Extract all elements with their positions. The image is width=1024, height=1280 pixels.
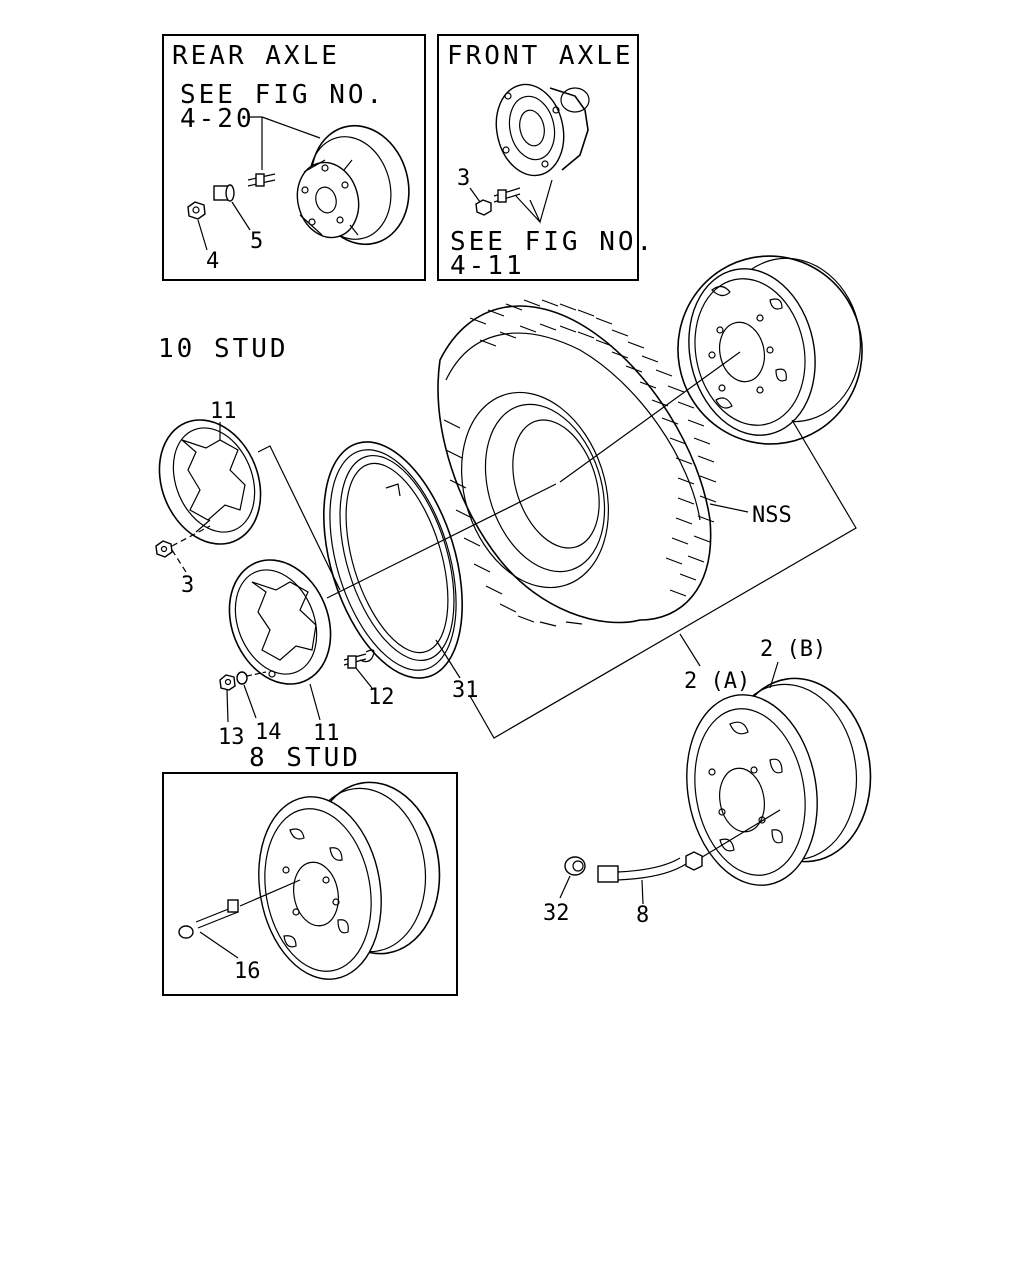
callout-32-leader — [559, 875, 571, 899]
rear-hub-stud — [247, 173, 276, 187]
eight-stud-wheel — [258, 781, 441, 980]
part-13-nut — [219, 674, 236, 691]
rear-axle-see-fig-line2: 4-20 — [180, 104, 255, 134]
tire-tread — [443, 299, 717, 627]
tire — [437, 299, 717, 627]
callout-5: 5 — [250, 229, 263, 254]
wheel-center-axis-line — [326, 351, 741, 599]
nss-leader — [709, 503, 749, 513]
callout-11-top: 11 — [210, 399, 237, 424]
part-14-washer — [236, 671, 267, 685]
callout-3-front: 3 — [457, 166, 470, 191]
callout-31: 31 — [452, 678, 479, 703]
callout-2a-bracket — [469, 419, 857, 739]
part-3-left-nut — [155, 525, 211, 573]
part-8-valve-extension — [597, 851, 703, 883]
rear-axle-inset: REAR AXLE SEE FIG NO. 4-20 4 5 — [162, 34, 426, 281]
callout-32: 32 — [543, 901, 570, 926]
part-11-outer-hub-cap — [158, 419, 262, 545]
callout-2a: 2 (A) — [684, 669, 750, 694]
callout-12-leader — [355, 667, 373, 689]
front-hub-stud — [493, 187, 521, 203]
callout-8-leader — [641, 879, 644, 905]
callout-13: 13 — [218, 725, 245, 750]
part-32-valve-cap — [564, 856, 586, 876]
rear-axle-title: REAR AXLE — [172, 41, 340, 71]
part-12-clip — [343, 649, 375, 669]
part-3-front-nut — [475, 199, 492, 216]
eight-stud-frame — [162, 772, 458, 996]
eight-stud-inset: 16 — [162, 772, 458, 996]
callout-16-leader — [199, 931, 239, 959]
callout-nss: NSS — [752, 503, 792, 528]
rear-leader-lines — [197, 116, 321, 251]
part-11-inner-hub-cap — [228, 559, 332, 685]
callout-8: 8 — [636, 903, 649, 928]
ten-stud-heading: 10 STUD — [158, 334, 289, 364]
part-4-hex-nut — [187, 201, 206, 220]
callout-11-bottom: 11 — [313, 721, 340, 746]
callout-2b: 2 (B) — [760, 637, 826, 662]
wheel-2b — [686, 677, 872, 886]
wheel-2a — [677, 255, 863, 445]
front-axle-title: FRONT AXLE — [447, 41, 634, 71]
part-31-flap — [323, 441, 463, 679]
rear-axle-see-fig-line1: SEE FIG NO. — [180, 80, 385, 110]
hub-cap-alignment-line — [257, 445, 341, 591]
rear-axle-frame — [162, 34, 426, 281]
callout-14: 14 — [255, 720, 282, 745]
eight-stud-title: 8 STUD — [249, 743, 361, 773]
part-5-washer-nut — [213, 184, 235, 202]
callout-16: 16 — [234, 959, 261, 984]
front-axle-see-fig-line1: SEE FIG NO. — [450, 227, 655, 257]
callout-13-14-11-leaders — [226, 683, 321, 723]
part-16-valve — [178, 879, 301, 939]
callout-31-leader — [435, 639, 461, 679]
callout-4: 4 — [206, 249, 219, 274]
front-axle-inset: FRONT AXLE 3 SEE FIG NO. 4-11 — [437, 34, 655, 281]
wheel-2b-axis-line — [693, 809, 781, 863]
front-leader-lines — [469, 179, 553, 224]
callout-3-left: 3 — [181, 573, 194, 598]
rear-hub-drum — [296, 124, 410, 246]
front-axle-see-fig-line2: 4-11 — [450, 251, 525, 281]
callout-12: 12 — [368, 685, 395, 710]
front-hub — [495, 83, 590, 177]
front-axle-frame — [437, 34, 639, 281]
